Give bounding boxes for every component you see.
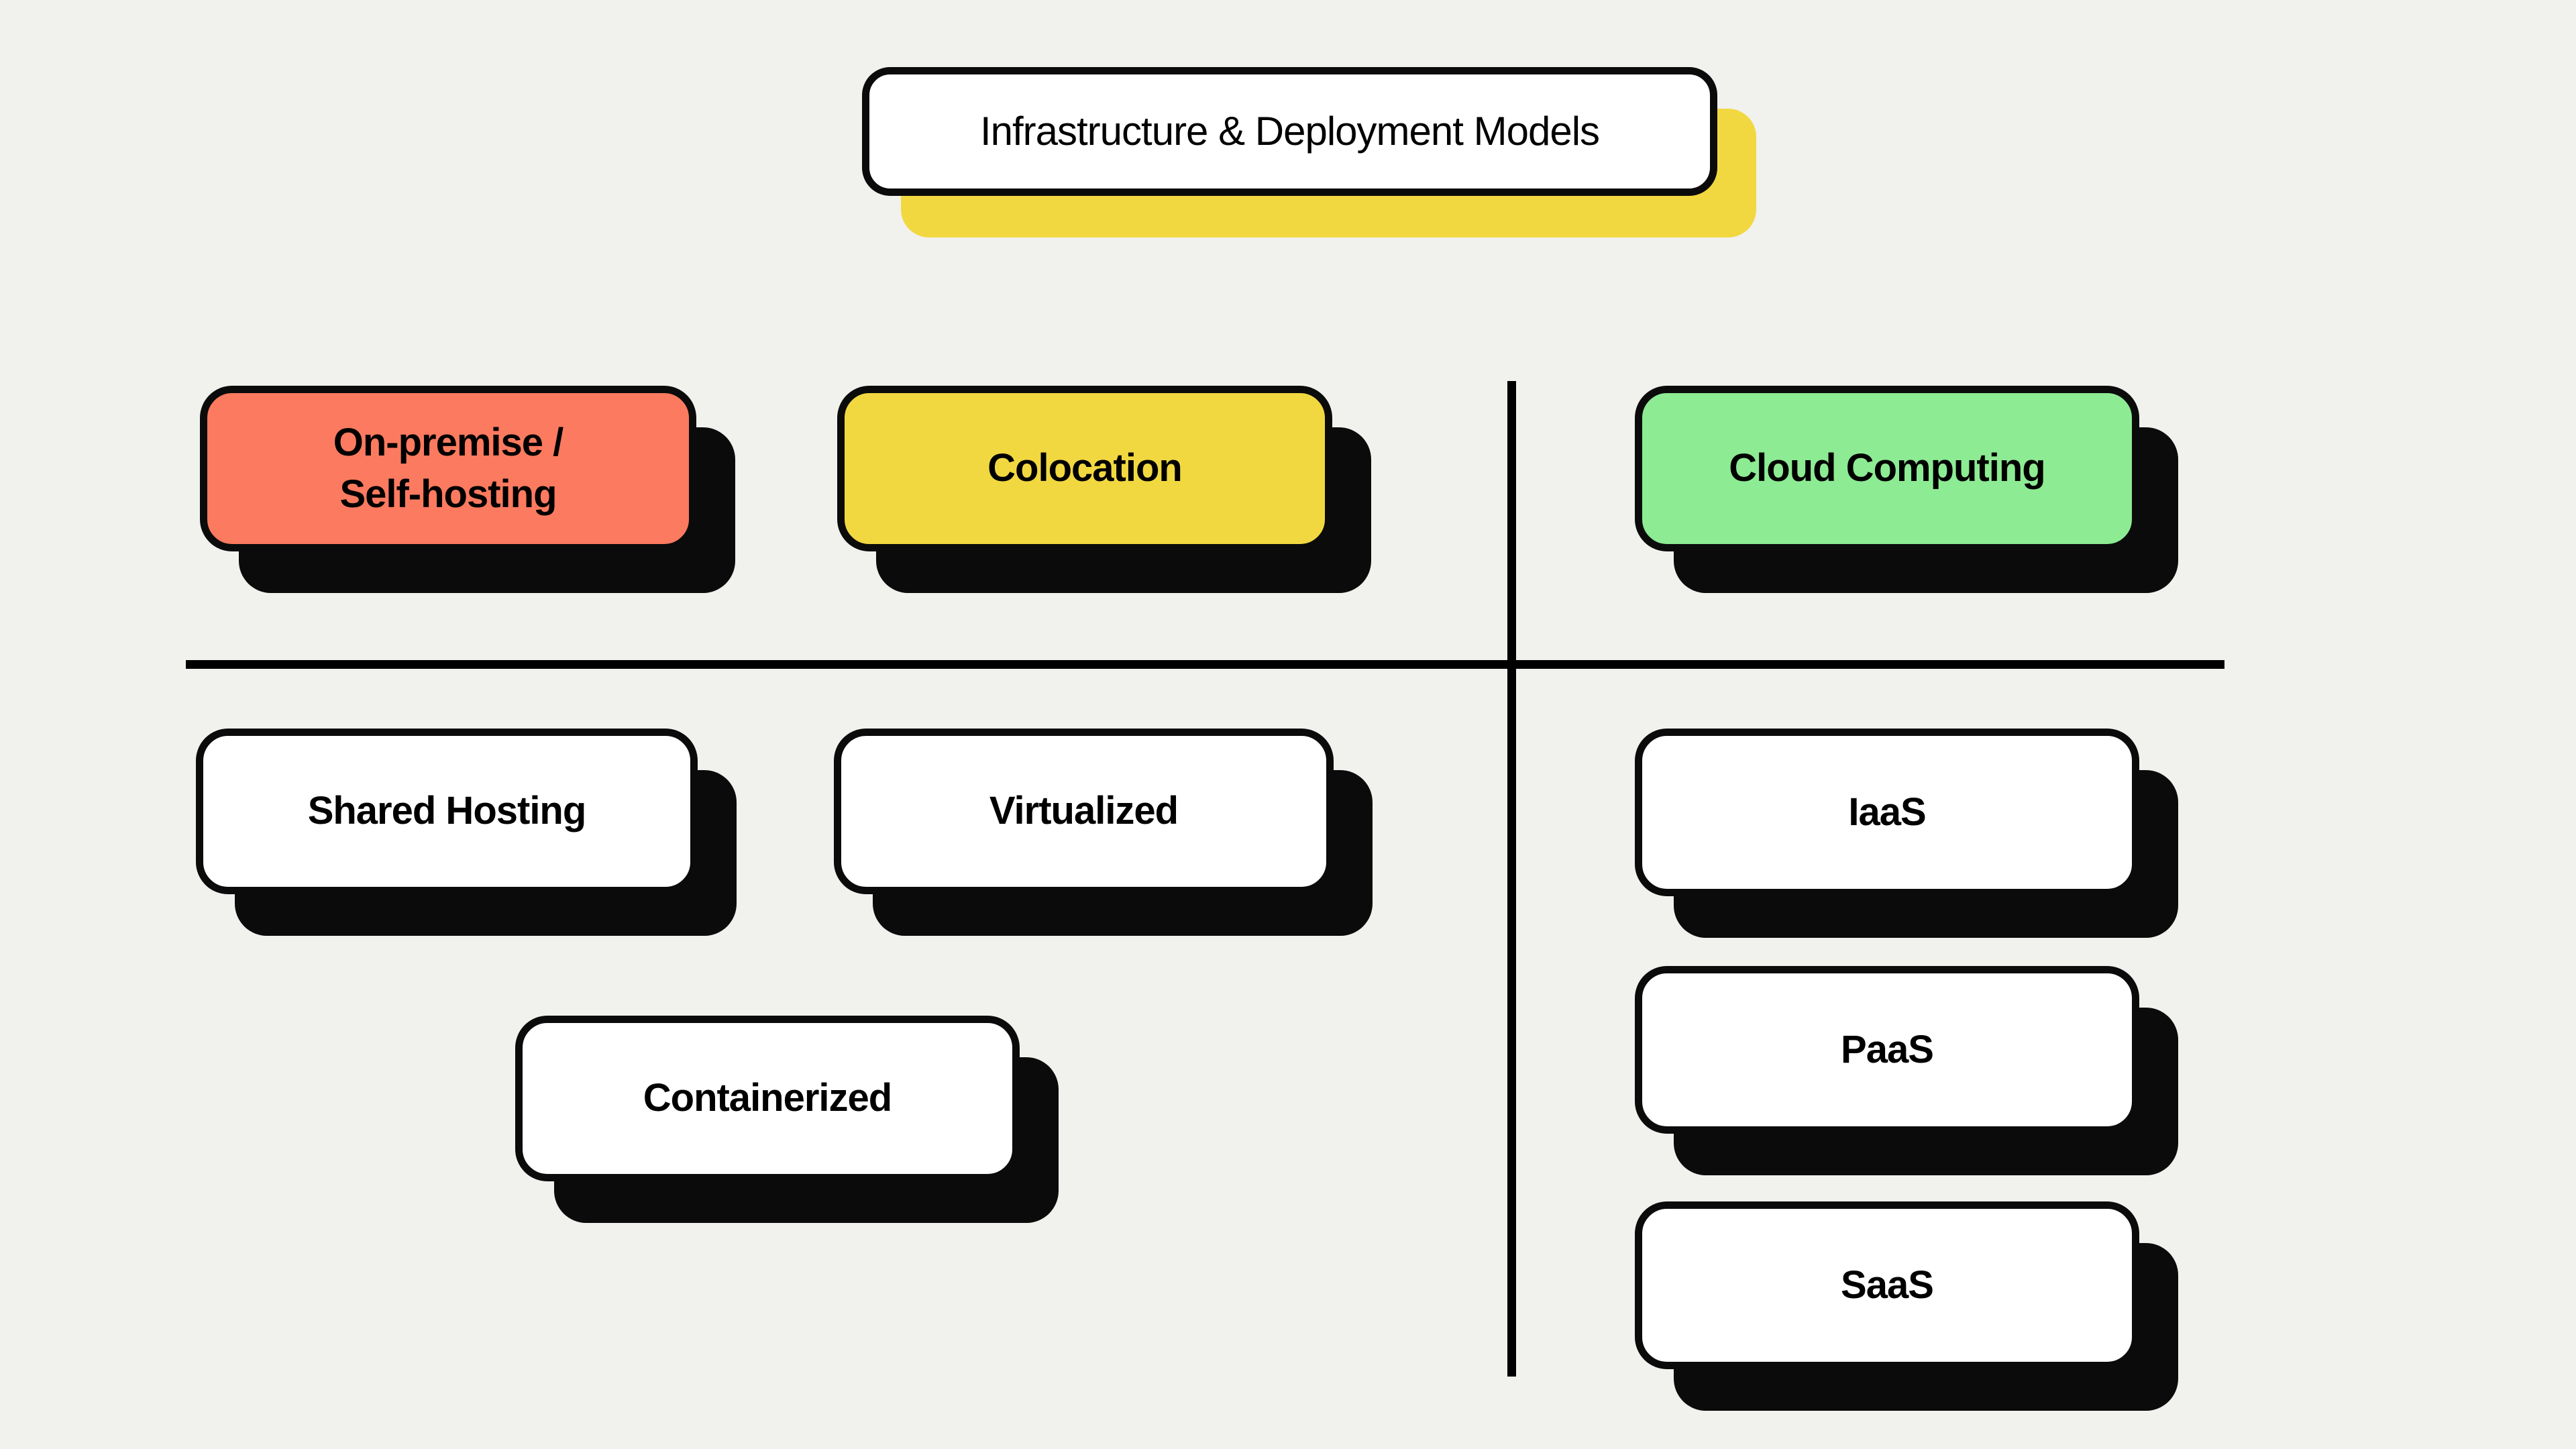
node-label: On-premise / Self-hosting	[333, 420, 564, 516]
node-iaas[interactable]: IaaS	[1635, 729, 2139, 896]
node-label: Virtualized	[989, 789, 1179, 833]
node-label: Colocation	[987, 446, 1183, 490]
node-shared-hosting[interactable]: Shared Hosting	[196, 729, 698, 894]
node-on-premise-self-hosting[interactable]: On-premise / Self-hosting	[200, 386, 696, 551]
node-label: IaaS	[1848, 790, 1926, 834]
node-label: Containerized	[643, 1076, 892, 1120]
node-paas[interactable]: PaaS	[1635, 966, 2139, 1134]
node-label: Shared Hosting	[307, 789, 587, 833]
node-containerized[interactable]: Containerized	[515, 1016, 1020, 1181]
title-card[interactable]: Infrastructure & Deployment Models	[862, 67, 1717, 196]
node-colocation[interactable]: Colocation	[837, 386, 1332, 551]
quadrant-divider-horizontal[interactable]	[186, 660, 2224, 669]
node-label: Cloud Computing	[1729, 446, 2045, 490]
node-virtualized[interactable]: Virtualized	[834, 729, 1334, 894]
node-cloud-computing[interactable]: Cloud Computing	[1635, 386, 2139, 551]
node-saas[interactable]: SaaS	[1635, 1201, 2139, 1369]
diagram-title: Infrastructure & Deployment Models	[979, 109, 1600, 154]
node-label: SaaS	[1841, 1263, 1934, 1307]
node-label: PaaS	[1841, 1027, 1934, 1071]
quadrant-divider-vertical[interactable]	[1507, 381, 1516, 1377]
